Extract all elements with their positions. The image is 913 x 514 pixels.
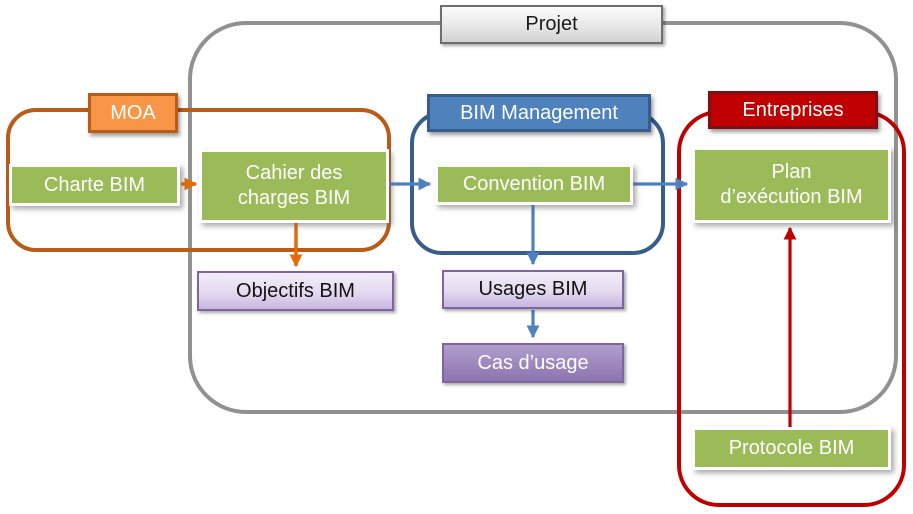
entreprises-group-label: Entreprises [708, 91, 878, 129]
moa-group-frame [6, 108, 391, 252]
moa-group-label: MOA [88, 93, 178, 133]
project-title: Projet [440, 5, 663, 44]
node-protocole-bim: Protocole BIM [692, 427, 891, 470]
node-cas-usage: Cas d’usage [442, 343, 624, 383]
node-charte-bim: Charte BIM [9, 164, 180, 206]
node-usages-bim: Usages BIM [442, 270, 624, 309]
node-convention-bim: Convention BIM [435, 164, 633, 205]
node-cahier-des-charges-bim: Cahier des charges BIM [199, 149, 389, 223]
node-objectifs-bim: Objectifs BIM [197, 271, 394, 311]
node-plan-execution-bim: Plan d’exécution BIM [692, 147, 891, 223]
bim-management-group-label: BIM Management [427, 94, 651, 132]
